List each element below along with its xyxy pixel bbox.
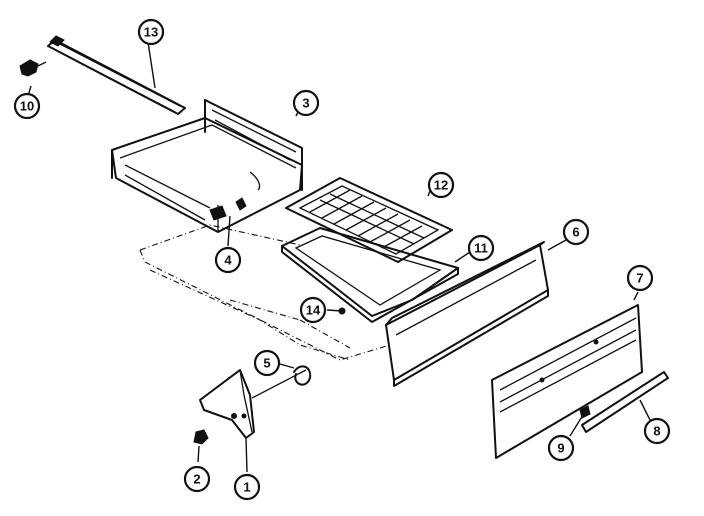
svg-text:10: 10 — [20, 99, 34, 114]
callout-6: 6 — [562, 218, 590, 246]
svg-text:7: 7 — [636, 271, 643, 286]
part-5-spring — [293, 365, 312, 386]
callout-7: 7 — [626, 264, 654, 292]
svg-text:14: 14 — [306, 303, 321, 318]
callout-13: 13 — [137, 18, 165, 46]
svg-text:8: 8 — [653, 424, 660, 439]
svg-text:2: 2 — [193, 472, 200, 487]
cabinet-outline — [139, 224, 391, 361]
callout-4: 4 — [214, 246, 242, 274]
part-13-rail — [47, 35, 186, 115]
part-3-broiler-tray — [111, 99, 303, 233]
part-1-bracket — [199, 369, 307, 439]
part-7-drawer-panel — [491, 304, 643, 459]
part-12-grid — [285, 177, 453, 263]
callout-12: 12 — [427, 171, 455, 199]
svg-text:11: 11 — [474, 241, 488, 256]
svg-text:4: 4 — [224, 253, 232, 268]
callout-1: 1 — [233, 473, 261, 501]
callout-11: 11 — [467, 234, 495, 262]
svg-text:3: 3 — [302, 96, 309, 111]
callout-9: 9 — [547, 434, 575, 462]
part-6-front-panel — [385, 241, 549, 387]
svg-text:1: 1 — [243, 480, 250, 495]
svg-text:13: 13 — [144, 25, 158, 40]
part-10-screw — [19, 59, 47, 77]
callout-3: 3 — [292, 89, 320, 117]
part-2-nut — [193, 429, 209, 445]
svg-text:9: 9 — [557, 441, 564, 456]
callout-10: 10 — [13, 92, 41, 120]
callout-14: 14 — [299, 296, 327, 324]
leader-lines — [27, 41, 651, 473]
svg-text:12: 12 — [434, 178, 448, 193]
callout-8: 8 — [643, 417, 671, 445]
svg-text:5: 5 — [263, 356, 270, 371]
callout-2: 2 — [183, 465, 211, 493]
callout-5: 5 — [253, 349, 281, 377]
part-8-handle — [581, 371, 669, 433]
part-11-pan — [281, 227, 459, 323]
svg-text:6: 6 — [572, 225, 579, 240]
